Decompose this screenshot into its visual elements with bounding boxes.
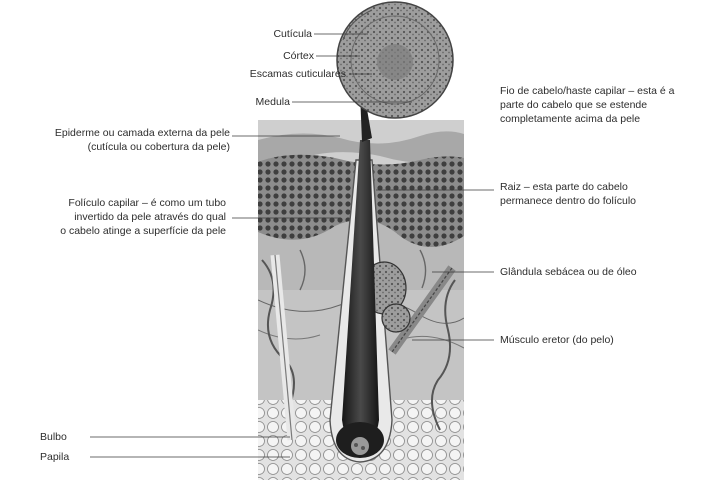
label-escamas-cuticulares: Escamas cuticulares [250, 67, 346, 81]
label-cuticula: Cutícula [273, 27, 312, 41]
label-musculo-eretor: Músculo eretor (do pelo) [500, 333, 614, 347]
label-glandula-sebacea: Glândula sebácea ou de óleo [500, 265, 637, 279]
label-bulbo: Bulbo [40, 430, 67, 444]
skin-cross-section [258, 120, 464, 480]
label-papila: Papila [40, 450, 69, 464]
label-medula: Medula [256, 95, 290, 109]
label-cortex: Córtex [283, 49, 314, 63]
label-fio-de-cabelo: Fio de cabelo/haste capilar – esta é a p… [500, 84, 675, 126]
label-raiz: Raiz – esta parte do cabelo permanece de… [500, 180, 636, 208]
label-epiderme: Epiderme ou camada externa da pele (cutí… [55, 126, 230, 154]
hair-cross-section [337, 2, 453, 118]
label-foliculo-capilar: Folículo capilar – é como um tubo invert… [60, 196, 226, 238]
